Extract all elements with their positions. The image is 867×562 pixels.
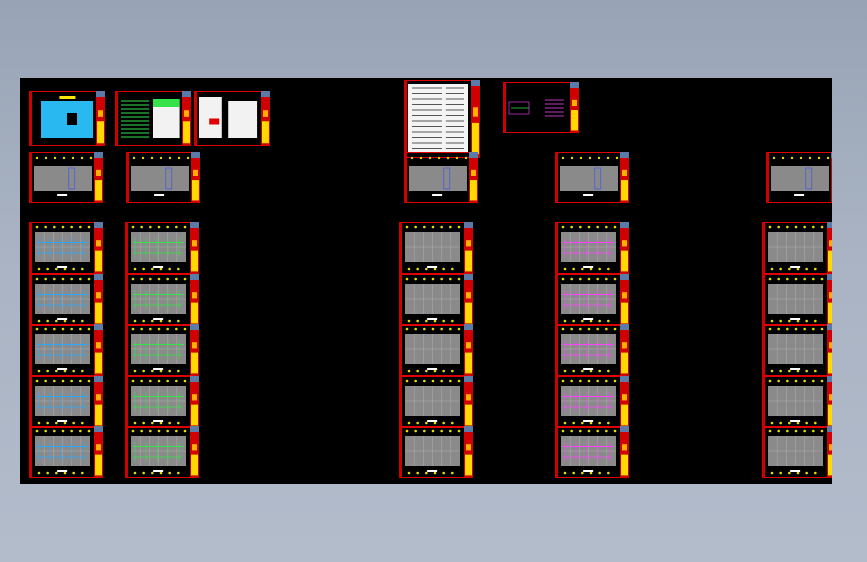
sheet-plan-5-5[interactable] <box>762 426 832 478</box>
sheet-plan-4-4[interactable] <box>555 376 629 428</box>
sheet-plan-4-2[interactable] <box>555 274 629 326</box>
sheet-overview-3[interactable] <box>404 152 478 203</box>
sheet-cover-3[interactable] <box>194 91 270 146</box>
sheet-overview-1[interactable] <box>29 152 103 203</box>
sheet-legend-1[interactable] <box>503 82 579 133</box>
sheet-plan-1-1[interactable] <box>29 222 103 274</box>
drawing-canvas[interactable] <box>20 78 832 484</box>
sheet-plan-2-3[interactable] <box>125 324 199 376</box>
sheet-plan-2-4[interactable] <box>125 376 199 428</box>
sheet-plan-2-2[interactable] <box>125 274 199 326</box>
sheet-plan-1-2[interactable] <box>29 274 103 326</box>
sheet-plan-5-1[interactable] <box>762 222 832 274</box>
sheet-plan-4-3[interactable] <box>555 324 629 376</box>
sheet-plan-3-5[interactable] <box>399 426 473 478</box>
sheet-overview-4[interactable] <box>555 152 629 203</box>
sheet-plan-5-3[interactable] <box>762 324 832 376</box>
sheet-notes-1[interactable] <box>404 80 480 158</box>
sheet-overview-2[interactable] <box>126 152 200 203</box>
sheet-plan-5-2[interactable] <box>762 274 832 326</box>
sheet-plan-4-1[interactable] <box>555 222 629 274</box>
sheet-plan-1-5[interactable] <box>29 426 103 478</box>
sheet-plan-3-3[interactable] <box>399 324 473 376</box>
sheet-cover-2[interactable] <box>115 91 191 146</box>
sheet-plan-5-4[interactable] <box>762 376 832 428</box>
sheet-plan-2-1[interactable] <box>125 222 199 274</box>
sheet-overview-5[interactable] <box>766 152 832 203</box>
sheet-plan-1-3[interactable] <box>29 324 103 376</box>
sheet-plan-3-1[interactable] <box>399 222 473 274</box>
sheet-plan-2-5[interactable] <box>125 426 199 478</box>
sheet-plan-1-4[interactable] <box>29 376 103 428</box>
sheet-plan-3-4[interactable] <box>399 376 473 428</box>
sheet-plan-4-5[interactable] <box>555 426 629 478</box>
sheets-layer <box>29 80 832 478</box>
sheet-cover-1[interactable] <box>29 91 105 146</box>
sheet-plan-3-2[interactable] <box>399 274 473 326</box>
